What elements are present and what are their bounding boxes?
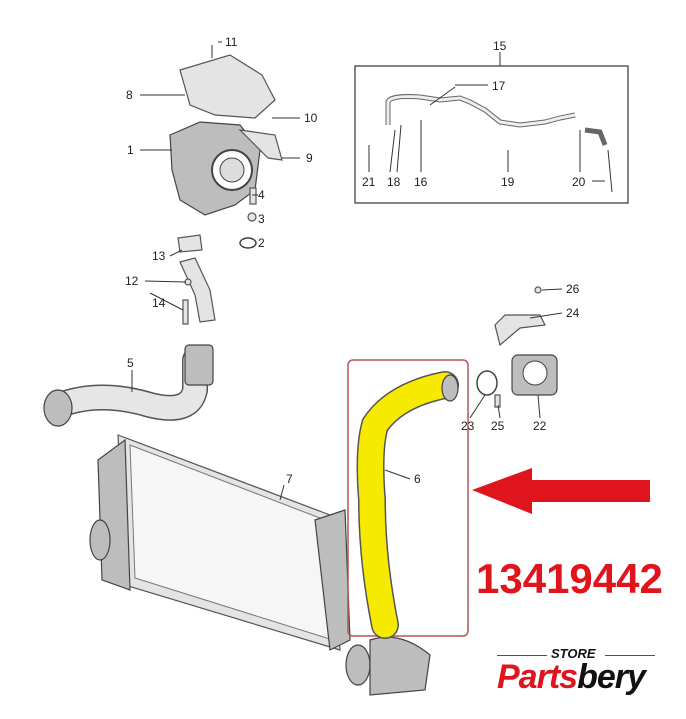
callout-17: 17 [492,79,506,93]
highlight-box [347,359,469,637]
callout-20: 20 [572,175,586,189]
callout-24: 24 [566,306,580,320]
logo-brand-red: Parts [497,658,578,696]
callout-23: 23 [461,419,475,433]
throttle-body [476,286,558,408]
logo-store-text: STORE [551,646,596,661]
callout-26: 26 [566,282,580,296]
partsbery-logo: STORE Partsbery [497,646,667,706]
leader-lines [131,41,563,501]
logo-brand: Partsbery [497,658,646,697]
intercooler [89,434,431,696]
red-arrow-icon [472,468,650,514]
hose-6-highlighted [347,359,469,639]
logo-line-left [497,655,547,656]
callout-3: 3 [258,212,265,226]
callout-1: 1 [127,143,134,157]
callout-13: 13 [152,249,166,263]
callout-8: 8 [126,88,133,102]
callout-16: 16 [414,175,428,189]
turbo-heat-shield [179,45,276,119]
callout-7: 7 [286,472,293,486]
callout-6: 6 [414,472,421,486]
logo-line-right [605,655,655,656]
small-parts [177,187,257,325]
callout-19: 19 [501,175,515,189]
callout-22: 22 [533,419,547,433]
callout-12: 12 [125,274,139,288]
callout-5: 5 [127,356,134,370]
callout-9: 9 [306,151,313,165]
logo-brand-black: bery [577,658,646,696]
callout-10: 10 [304,111,318,125]
wiring-harness-frame [354,52,629,204]
callout-11: 11 [225,35,238,49]
callout-4: 4 [258,188,265,202]
callout-14: 14 [152,296,166,310]
hose-5 [43,344,214,427]
callout-2: 2 [258,236,265,250]
callout-21: 21 [362,175,376,189]
turbocharger [169,121,283,216]
callout-15: 15 [493,39,507,53]
callout-25: 25 [491,419,505,433]
callout-18: 18 [387,175,401,189]
part-number: 13419442 [476,555,663,602]
callout-labels: 11 8 10 1 9 4 3 2 13 12 14 5 7 6 15 17 2… [125,35,586,486]
